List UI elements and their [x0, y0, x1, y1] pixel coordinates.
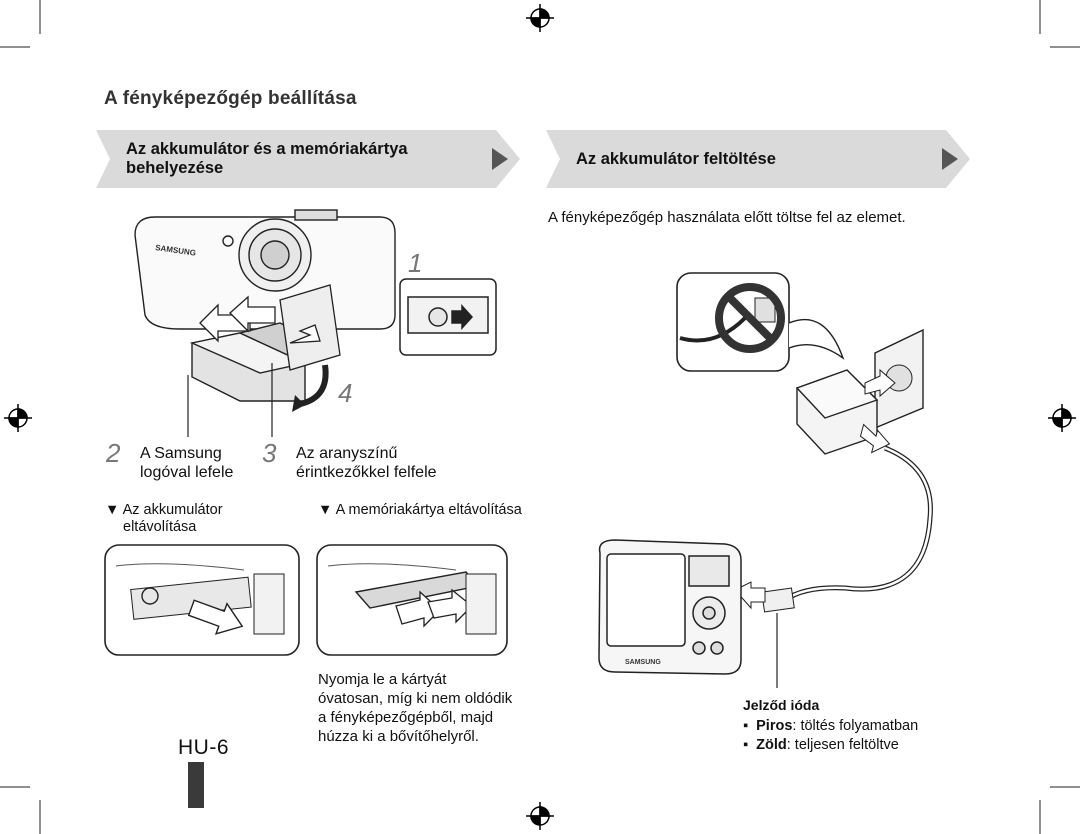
caption-line: húzza ki a bővítőhelyről.	[318, 728, 479, 745]
arrow-right-icon	[942, 148, 958, 170]
step-3-text: Az aranyszínű érintkezőkkel felfele	[296, 444, 437, 482]
page-tab-marker	[188, 762, 204, 808]
led-item-green: ▪ Zöld: teljesen feltöltve	[743, 736, 918, 755]
card-removal-caption: Nyomja le a kártyát óvatosan, míg ki nem…	[318, 670, 512, 746]
step-3-line2: érintkezőkkel felfele	[296, 464, 437, 481]
plug-arrow-icon	[864, 368, 896, 398]
insert-arrow-icon	[229, 295, 276, 333]
card-removal-heading: ▼ A memóriakártya eltávolítása	[318, 502, 522, 519]
push-arrow-icon	[395, 590, 441, 628]
page-title: A fényképezőgép beállítása	[104, 88, 357, 109]
pull-arrow-icon	[187, 599, 244, 635]
banner-title-line2: behelyezése	[126, 159, 224, 177]
arrow-right-icon	[492, 148, 508, 170]
page-number: HU-6	[178, 736, 230, 759]
triangle-down-icon: ▼	[105, 502, 120, 518]
close-door-arrow-icon	[289, 324, 321, 344]
plug-arrow-icon	[859, 423, 891, 454]
battery-removal-line2: eltávolítása	[123, 519, 197, 535]
led-desc: : töltés folyamatban	[792, 718, 919, 734]
registration-mark-left	[4, 404, 32, 432]
card-removal-text: A memóriakártya eltávolítása	[335, 502, 522, 518]
banner-shape	[546, 130, 970, 188]
caption-line: óvatosan, míg ki nem oldódik	[318, 690, 513, 707]
step-2-line1: A Samsung	[140, 445, 222, 462]
section-banner-charge: Az akkumulátor feltöltése	[546, 130, 970, 188]
bullet-icon: ▪	[743, 737, 749, 753]
battery-insertion-illustration: SAMSUNG	[134, 209, 497, 437]
triangle-down-icon: ▼	[318, 502, 333, 518]
step-3-line1: Az aranyszínű	[296, 445, 398, 462]
step-number-1: 1	[408, 248, 423, 278]
led-term: Zöld	[756, 737, 787, 753]
prohibited-icon	[715, 283, 785, 353]
led-legend: Jelződ ióda ▪ Piros: töltés folyamatban ▪…	[743, 697, 918, 755]
step-2-line2: logóval lefele	[140, 464, 234, 481]
registration-mark-top	[526, 4, 554, 32]
section-banner-insert: Az akkumulátor és a memóriakártya behely…	[96, 130, 520, 188]
battery-removal-illustration	[104, 544, 300, 656]
led-term: Piros	[756, 718, 793, 734]
caption-line: Nyomja le a kártyát	[318, 671, 447, 688]
led-item-red: ▪ Piros: töltés folyamatban	[743, 717, 918, 736]
connect-arrow-icon	[734, 581, 766, 610]
camera-brand-label: SAMSUNG	[625, 659, 661, 666]
step-number-3: 3	[262, 438, 277, 468]
step-2-text: A Samsung logóval lefele	[140, 444, 233, 482]
banner-title: Az akkumulátor feltöltése	[576, 150, 776, 168]
battery-removal-heading: ▼ Az akkumulátor eltávolítása	[105, 502, 223, 536]
card-removal-illustration	[316, 544, 508, 656]
caption-line: a fényképezőgépből, majd	[318, 709, 494, 726]
step-number-2: 2	[106, 438, 121, 468]
battery-removal-line1: Az akkumulátor	[122, 502, 223, 518]
charge-intro: A fényképezőgép használata előtt töltse …	[548, 209, 906, 226]
banner-title-line1: Az akkumulátor és a memóriakártya	[126, 140, 408, 158]
step-number-4: 4	[338, 378, 353, 408]
registration-mark-right	[1048, 404, 1076, 432]
led-title: Jelződ ióda	[743, 697, 820, 713]
led-desc: : teljesen feltöltve	[786, 737, 899, 753]
bullet-icon: ▪	[743, 718, 749, 734]
charging-illustration: SAMSUNG	[598, 272, 933, 688]
registration-mark-bottom	[526, 802, 554, 830]
pull-arrow-icon	[427, 588, 473, 624]
banner-shape	[96, 130, 520, 188]
